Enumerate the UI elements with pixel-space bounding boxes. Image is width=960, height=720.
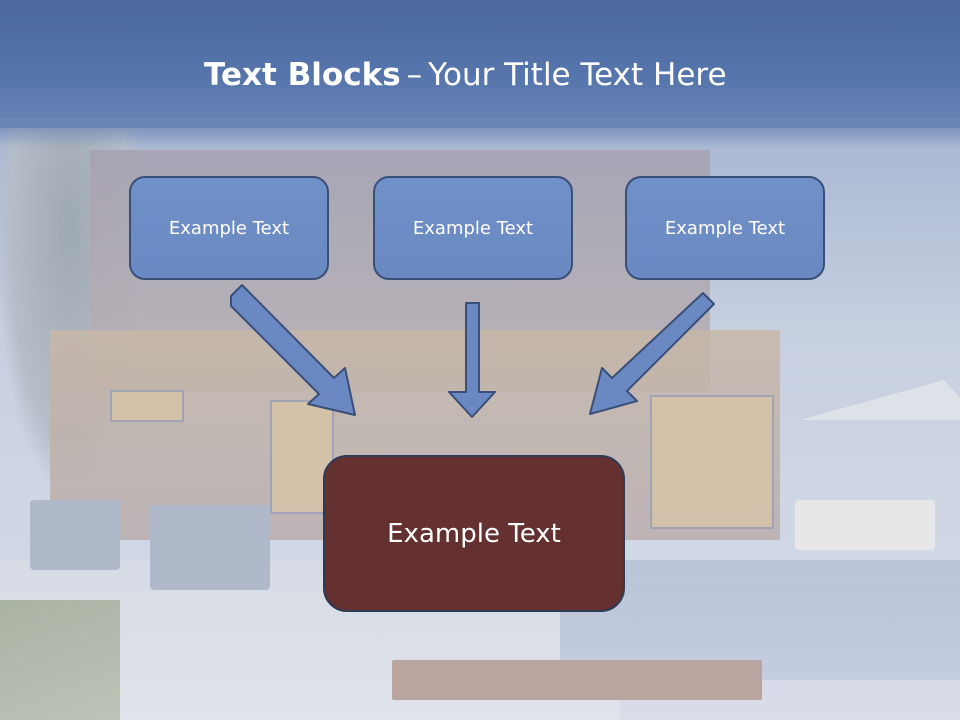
text-block-2: Example Text <box>373 176 573 280</box>
arrow-left <box>230 284 356 416</box>
text-block-1: Example Text <box>129 176 329 280</box>
text-block-3: Example Text <box>625 176 825 280</box>
title-band-fade <box>0 118 960 148</box>
text-block-3-label: Example Text <box>664 217 786 239</box>
arrow-center <box>448 302 496 418</box>
title-bold: Text Blocks <box>204 57 401 93</box>
text-block-1-label: Example Text <box>168 217 290 239</box>
title-rest: Your Title Text Here <box>428 57 727 93</box>
arrow-right <box>589 292 715 415</box>
title-band <box>0 0 960 128</box>
slide-title: Text Blocks–Your Title Text Here <box>204 52 727 98</box>
title-dash: – <box>406 57 423 93</box>
result-block: Example Text <box>323 455 625 612</box>
result-block-label: Example Text <box>387 518 561 549</box>
text-block-2-label: Example Text <box>412 217 534 239</box>
